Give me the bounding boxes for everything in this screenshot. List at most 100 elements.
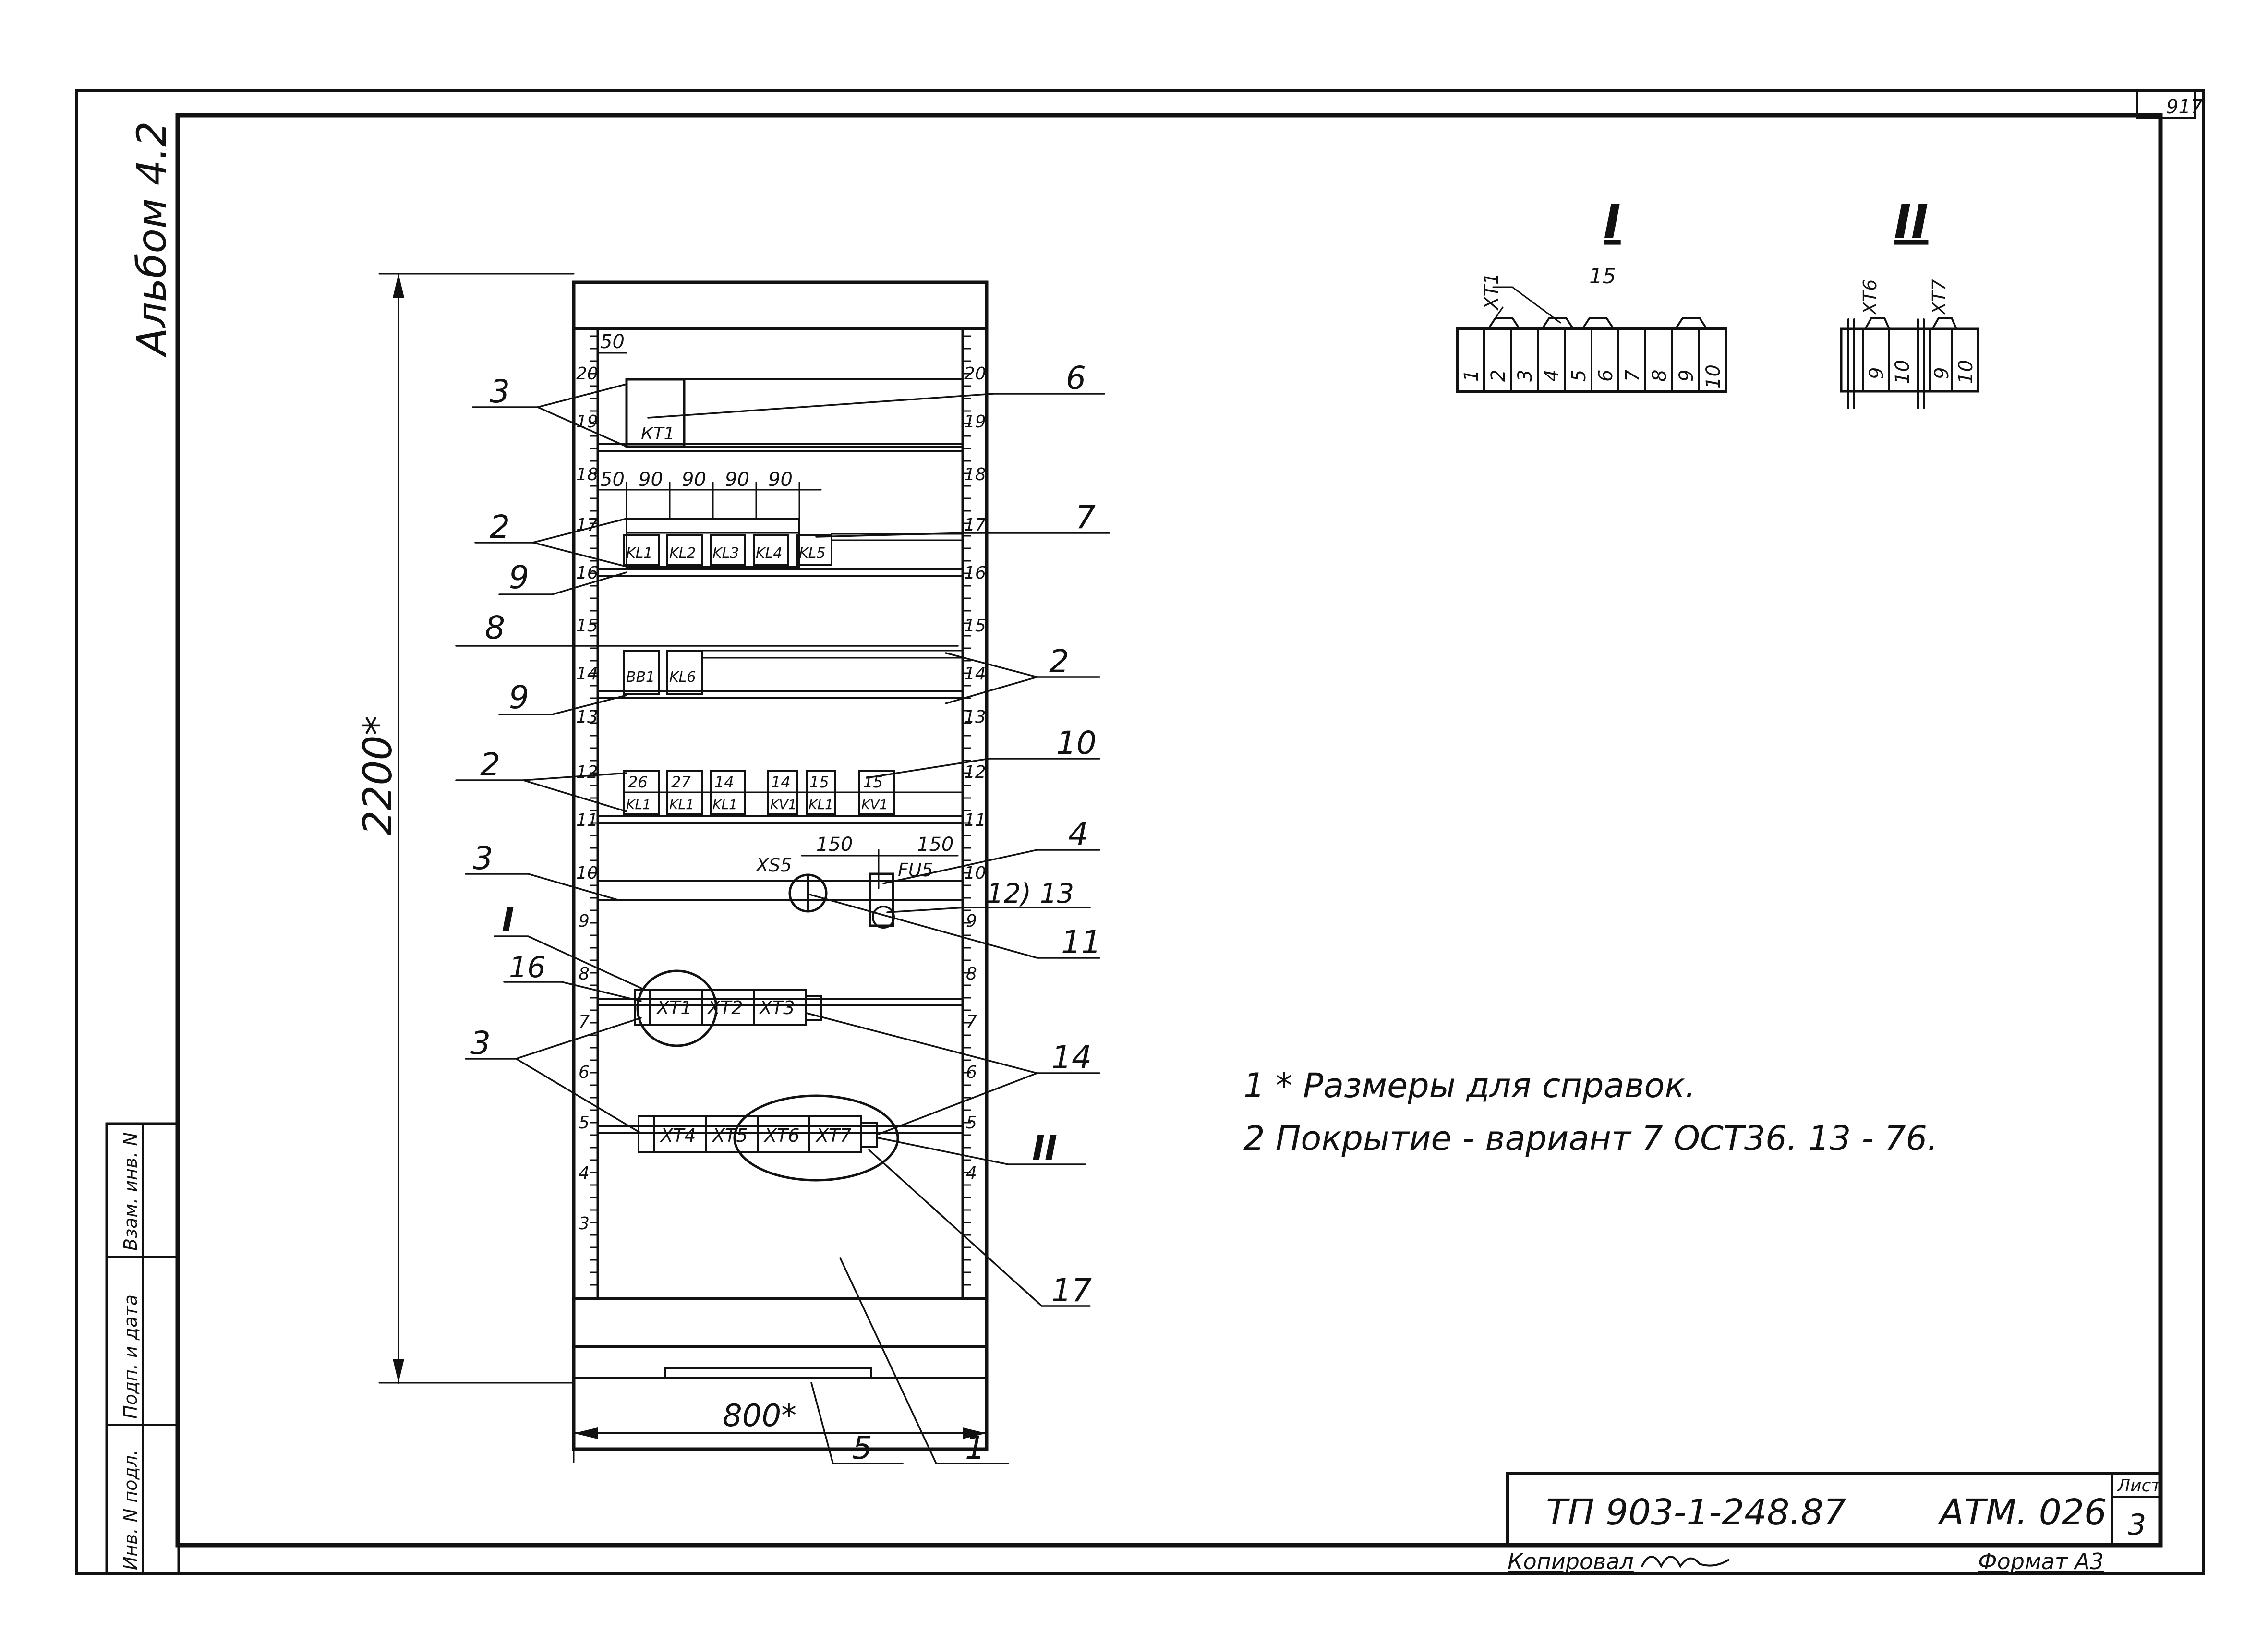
- callout-view-II: II: [1032, 1128, 1057, 1168]
- callout-3: 3: [473, 840, 493, 877]
- rail-number: 5: [579, 1113, 590, 1133]
- device-kl6-label: KL6: [669, 669, 696, 686]
- terminal-row-2: [638, 1094, 899, 1182]
- detail-I-cell: 1: [1460, 370, 1483, 382]
- callout-4: 4: [1068, 816, 1088, 853]
- small-dimensions: [598, 352, 959, 889]
- width-dimension-label: 800*: [723, 1398, 796, 1434]
- rail-number: 20: [576, 364, 598, 384]
- dim-50-top: 50: [600, 331, 625, 353]
- callout-3: 3: [490, 373, 510, 410]
- rail-number: 12: [964, 762, 986, 782]
- document-code: ТП 903-1-248.87: [1546, 1492, 1846, 1533]
- rail-number: 14: [964, 664, 986, 684]
- callout-11: 11: [1061, 924, 1101, 961]
- left-rail-numbers: 20 19 18 17 16 15 14 13 12 11 10 9 8 7 6…: [576, 364, 598, 1234]
- rail-number: 11: [964, 810, 986, 830]
- terminal-label: XT2: [707, 997, 743, 1018]
- row3-top-label: 14: [714, 773, 734, 791]
- rail-number: 10: [964, 863, 986, 883]
- device-fu5-label: FU5: [898, 859, 933, 881]
- callout-17: 17: [1051, 1272, 1092, 1309]
- callout-2: 2: [1049, 643, 1069, 680]
- dim-50: 50: [600, 469, 625, 491]
- callout-2: 2: [490, 508, 510, 545]
- detail-II-title: II: [1894, 195, 1928, 249]
- detail-I-15-label: 15: [1589, 264, 1616, 289]
- device-kt1-label: КТ1: [641, 424, 675, 444]
- relay-row-3: [623, 770, 964, 815]
- rail-number: 15: [576, 616, 598, 636]
- detail-II-cell: 9: [1931, 367, 1953, 379]
- rail-number: 20: [964, 364, 986, 384]
- detail-I-xt1-label: ХТ1: [1481, 273, 1503, 311]
- relay-label: KL2: [669, 545, 696, 562]
- row3-bottom-label: KV1: [861, 797, 888, 812]
- row3-bottom-label: KL1: [669, 797, 694, 812]
- row3-top-label: 14: [771, 773, 791, 791]
- rail-number: 9: [579, 911, 590, 931]
- album-label: Альбом 4.2: [128, 121, 175, 358]
- side-stamp: [105, 1122, 180, 1575]
- terminal-label: XT7: [815, 1125, 851, 1146]
- terminal-label: XT3: [759, 997, 795, 1018]
- rail-number: 4: [579, 1163, 590, 1183]
- callout-3: 3: [470, 1025, 491, 1062]
- dim-150: 150: [917, 834, 953, 856]
- detail-II-cell: 10: [1955, 360, 1977, 384]
- rail-number: 17: [576, 515, 598, 535]
- stamp-inv-number: Инв. N подл.: [120, 1450, 141, 1570]
- device-bb1-label: ВВ1: [626, 669, 655, 686]
- rail-number: 19: [964, 412, 986, 432]
- note-1: 1 * Размеры для справок.: [1243, 1066, 1696, 1105]
- relay-label: KL3: [712, 545, 739, 562]
- callout-7: 7: [1075, 499, 1096, 536]
- detail-I-title: I: [1604, 195, 1621, 249]
- dim-90: 90: [725, 469, 749, 491]
- detail-I-cell: 9: [1676, 370, 1698, 382]
- detail-II-cell: 10: [1892, 360, 1914, 384]
- rail-number: 14: [576, 664, 598, 684]
- callout-view-I: I: [502, 900, 514, 940]
- document-designation: АТМ. 026: [1938, 1492, 2107, 1533]
- rail-number: 13: [576, 707, 598, 727]
- detail-II-xt7-label: ХТ7: [1929, 279, 1950, 315]
- width-dimension: [573, 1427, 988, 1463]
- stamp-signature-date: Подп. и дата: [120, 1294, 141, 1419]
- callout-6: 6: [1066, 360, 1086, 397]
- callout-2: 2: [480, 746, 500, 783]
- timer-kt1: [625, 378, 964, 448]
- rail-number: 10: [576, 863, 598, 883]
- detail-II-cell: 9: [1866, 367, 1888, 379]
- detail-I-cell: 5: [1568, 370, 1590, 382]
- relay-label: KL4: [756, 545, 782, 562]
- callout-10: 10: [1056, 725, 1097, 762]
- detail-I-cell: 6: [1595, 370, 1617, 382]
- note-2: 2 Покрытие - вариант 7 ОСТ36. 13 - 76.: [1243, 1119, 1938, 1158]
- rail-number: 18: [964, 465, 986, 484]
- callout-8: 8: [485, 609, 505, 646]
- rail-number: 16: [576, 563, 598, 583]
- detail-I-cell: 2: [1487, 370, 1509, 382]
- rail-number: 13: [964, 707, 986, 727]
- copied-by: Копировал: [1508, 1548, 1634, 1574]
- terminal-label: XT4: [660, 1125, 696, 1146]
- rail-number: 18: [576, 465, 598, 484]
- copied-by-signature: [1641, 1556, 1729, 1569]
- detail-I-cell: 10: [1702, 364, 1725, 389]
- dim-150: 150: [816, 834, 853, 856]
- callout-1: 1: [965, 1429, 985, 1466]
- callout-16: 16: [509, 951, 545, 984]
- rail-number: 7: [579, 1012, 590, 1032]
- terminal-label: XT1: [656, 997, 692, 1018]
- relay-row-2: [623, 650, 964, 695]
- detail-I-cell: 7: [1622, 369, 1644, 382]
- row3-bottom-label: KL1: [712, 797, 737, 812]
- callout-12-13: 12) 13: [987, 878, 1074, 909]
- rail-number: 7: [966, 1012, 977, 1032]
- height-dimension: [378, 273, 575, 1384]
- rail-tick-marks: [590, 335, 971, 1286]
- rail-number: 4: [966, 1163, 977, 1183]
- detail-II-terminal-block: [1840, 317, 1979, 409]
